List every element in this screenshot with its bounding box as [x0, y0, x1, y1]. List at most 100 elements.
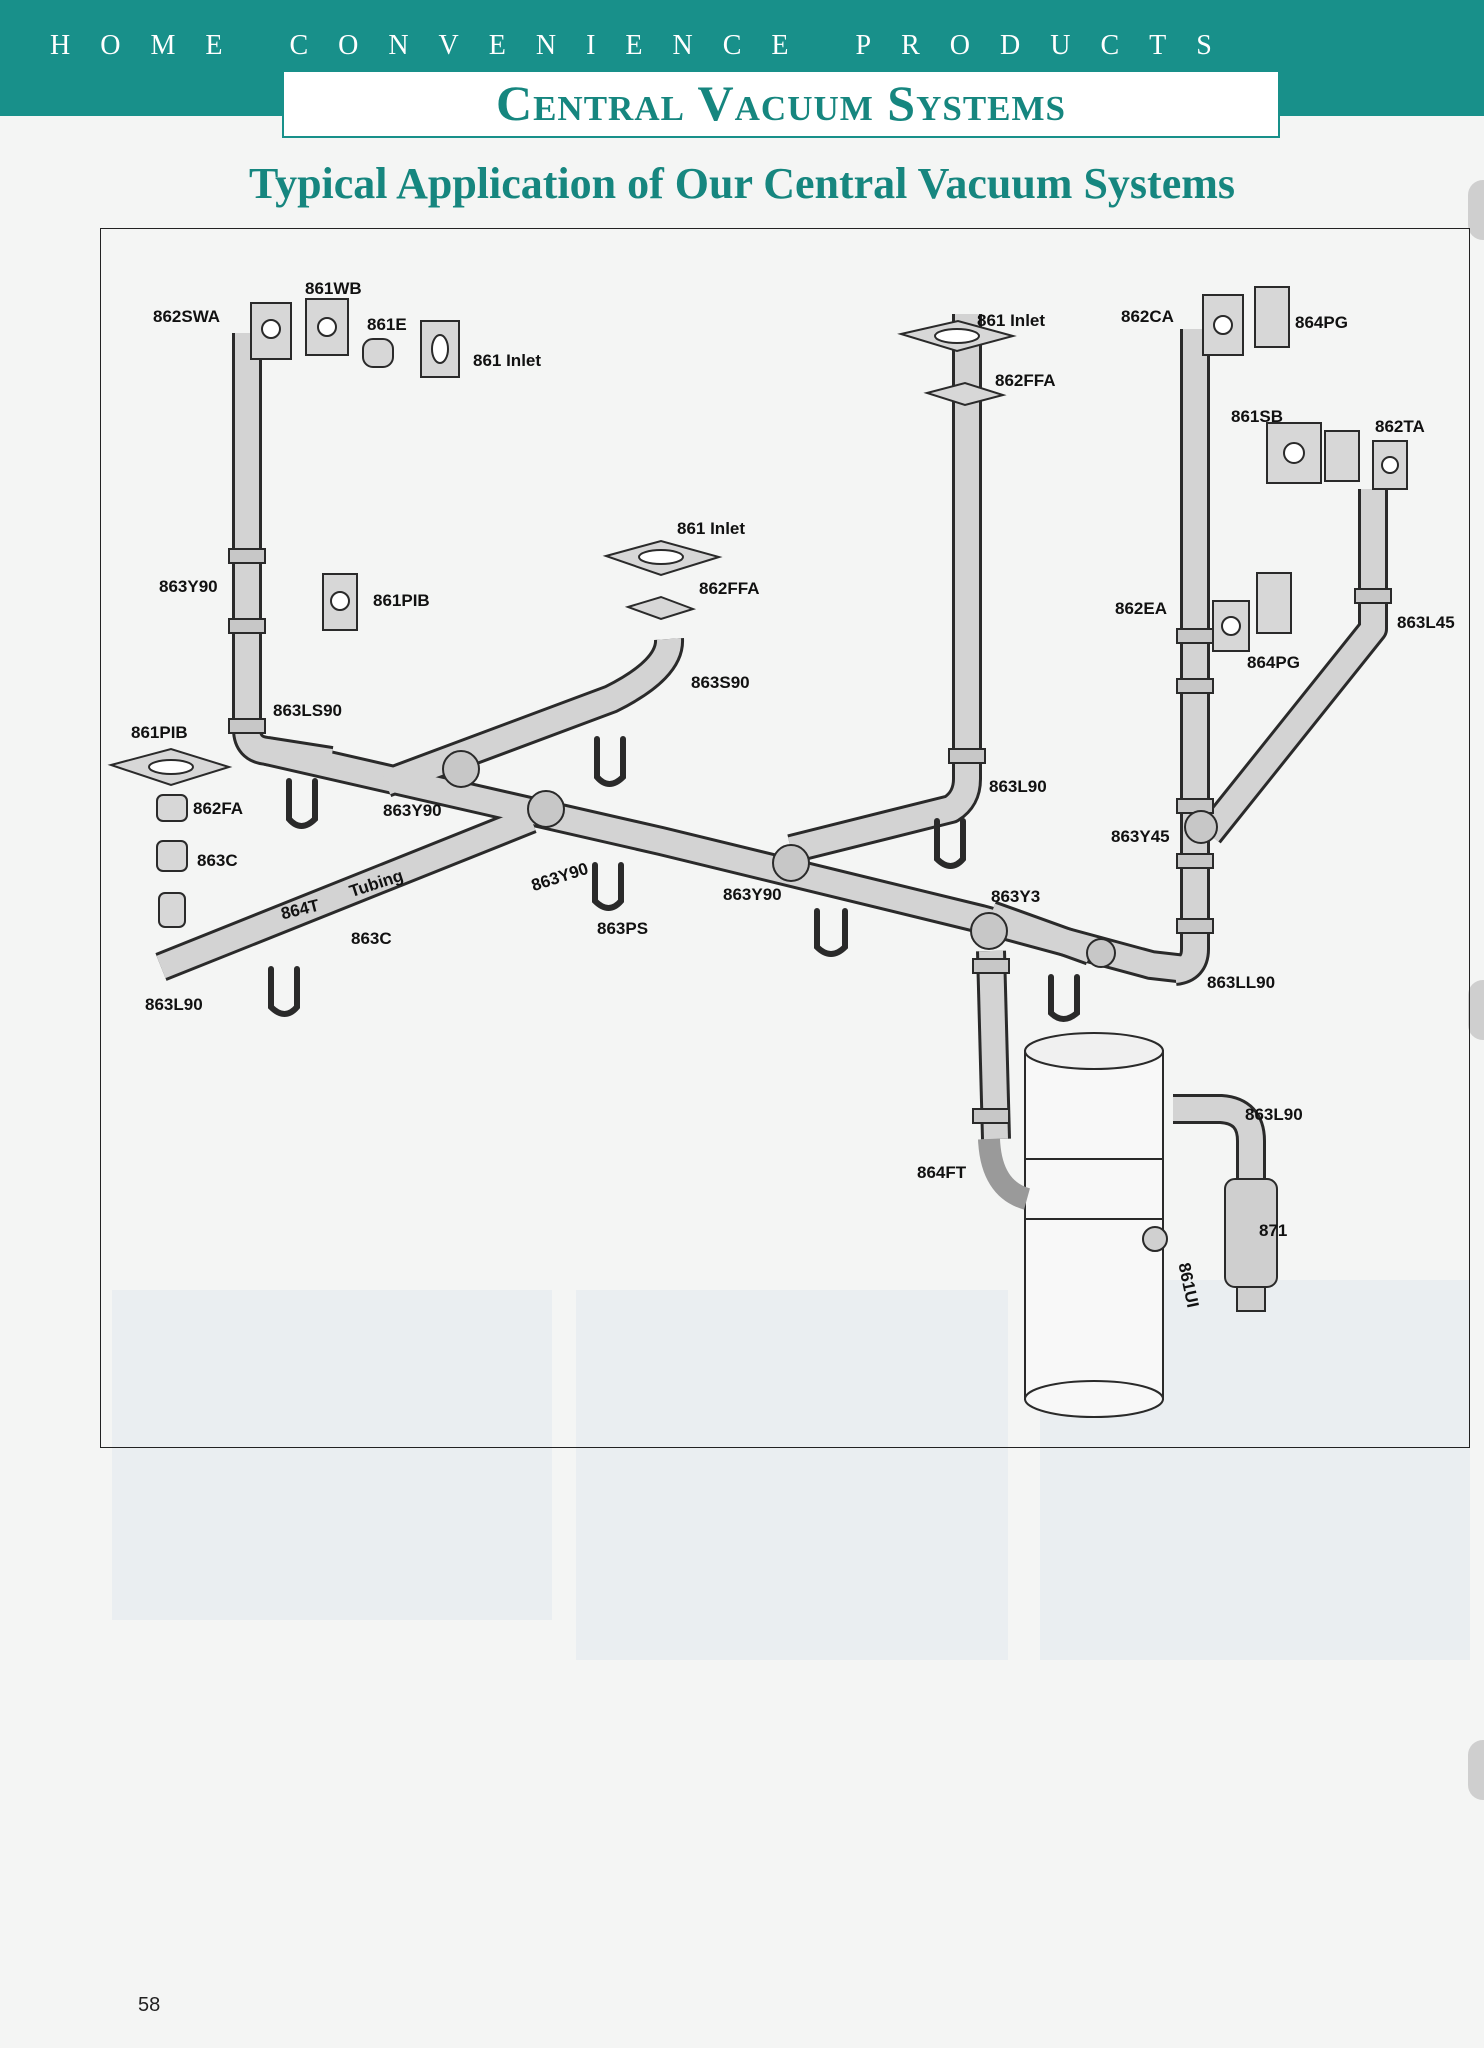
label-863s90: 863S90 [691, 673, 750, 692]
label-861-inlet-mid: 861 Inlet [677, 519, 746, 538]
label-863l90-left: 863L90 [145, 995, 203, 1014]
label-861e: 861E [367, 315, 407, 334]
label-862swa: 862SWA [153, 307, 221, 326]
flange-862ffa-right [923, 381, 1007, 407]
coupling-863c-2 [158, 892, 186, 928]
label-864pg-top: 864PG [1295, 313, 1348, 332]
tee-joint [1184, 810, 1218, 844]
unit-top [1024, 1032, 1164, 1070]
hanger [934, 818, 966, 869]
tee-joint [970, 912, 1008, 950]
inlet-plates [107, 286, 1408, 928]
label-862ta: 862TA [1375, 417, 1425, 436]
pipe-layout-diagram [107, 286, 1408, 1418]
binder-tab-3 [1468, 1740, 1484, 1800]
hanger [594, 736, 626, 787]
wall-box-861pib [322, 573, 358, 631]
collar [948, 748, 986, 764]
wall-plate-862swa [250, 302, 292, 360]
label-862ffa-mid: 862FFA [699, 579, 760, 598]
collar [972, 1108, 1010, 1124]
utility-inlet-861ui [1142, 1226, 1168, 1252]
muffler-tail [1236, 1286, 1266, 1312]
pipe-left-riser [232, 333, 334, 776]
hole [431, 334, 449, 364]
collar [1176, 798, 1214, 814]
power-unit [978, 1032, 1278, 1418]
label-862ffa-right: 862FFA [995, 371, 1056, 390]
hanger [268, 966, 300, 1017]
label-861pib-wall: 861PIB [373, 591, 430, 610]
label-863l45: 863L45 [1397, 613, 1455, 632]
label-861wb: 861WB [305, 279, 362, 298]
tee-joint [1086, 938, 1116, 968]
tee-joint [527, 790, 565, 828]
binder-tab-2 [1468, 980, 1484, 1040]
label-863ll90: 863LL90 [1207, 973, 1276, 992]
tee-joint [772, 844, 810, 882]
collar [1176, 853, 1214, 869]
collar [1176, 678, 1214, 694]
label-862ca: 862CA [1121, 307, 1174, 326]
label-861pib-floor: 861PIB [131, 723, 188, 742]
collar [228, 548, 266, 564]
label-863c-bottom: 863C [351, 929, 392, 948]
pipe-hangers [268, 736, 1080, 1022]
label-862ea: 862EA [1115, 599, 1167, 618]
bleed-block-2 [576, 1290, 1008, 1660]
binder-tab-1 [1468, 180, 1484, 240]
wall-adapter-862ta [1324, 430, 1360, 482]
label-863l90-unit: 863L90 [1245, 1105, 1303, 1124]
flex-864ft [978, 1138, 1031, 1210]
label-861-inlet-left: 861 Inlet [473, 351, 542, 370]
hole [148, 759, 194, 775]
label-861sb: 861SB [1231, 407, 1283, 426]
hole [1381, 456, 1399, 474]
collar [1354, 588, 1392, 604]
label-863l90-right: 863L90 [989, 777, 1047, 796]
hole [317, 317, 337, 337]
plaster-guard-864pg [1254, 286, 1290, 348]
label-863y90-center: 863Y90 [723, 885, 782, 904]
collar [228, 618, 266, 634]
label-864ft: 864FT [917, 1163, 967, 1182]
coupling-863c [156, 840, 188, 872]
flange-862ffa-mid [624, 595, 697, 621]
label-863y90-mid: 863Y90 [383, 801, 442, 820]
label-863y90-left: 863Y90 [159, 577, 218, 596]
label-862fa: 862FA [193, 799, 244, 818]
hole [261, 319, 281, 339]
fitting-collars [228, 548, 1392, 1124]
label-863ps: 863PS [597, 919, 649, 938]
collar [972, 958, 1010, 974]
pipe-fills [156, 314, 1385, 1179]
label-864pg-mid: 864PG [1247, 653, 1300, 672]
inlet-861e [362, 338, 394, 368]
collar [1176, 918, 1214, 934]
page-number: 58 [138, 1994, 161, 2016]
hanger [1048, 974, 1080, 1022]
hole [638, 549, 684, 565]
label-871: 871 [1259, 1221, 1288, 1240]
hanger [592, 862, 624, 911]
section-title-box: Central Vacuum Systems [282, 70, 1280, 138]
fitting-862fa [156, 794, 188, 822]
hole [330, 591, 350, 611]
inlet-861-left [420, 320, 460, 378]
banner-text: HOME CONVENIENCE PRODUCTS [50, 30, 1242, 61]
collar [1176, 628, 1214, 644]
hole [1283, 442, 1305, 464]
plaster-guard-864pg-mid [1256, 572, 1292, 634]
unit-canister [1024, 1050, 1164, 1400]
label-863c-top: 863C [197, 851, 238, 870]
label-863ls90: 863LS90 [273, 701, 342, 720]
bleed-block-1 [112, 1290, 552, 1620]
label-863y45: 863Y45 [1111, 827, 1170, 846]
label-861-inlet-right: 861 Inlet [977, 311, 1046, 330]
tee-joint [442, 750, 480, 788]
hanger [814, 908, 848, 957]
unit-bottom [1024, 1380, 1164, 1418]
hole [934, 328, 980, 344]
hanger [286, 778, 318, 829]
collar [228, 718, 266, 734]
